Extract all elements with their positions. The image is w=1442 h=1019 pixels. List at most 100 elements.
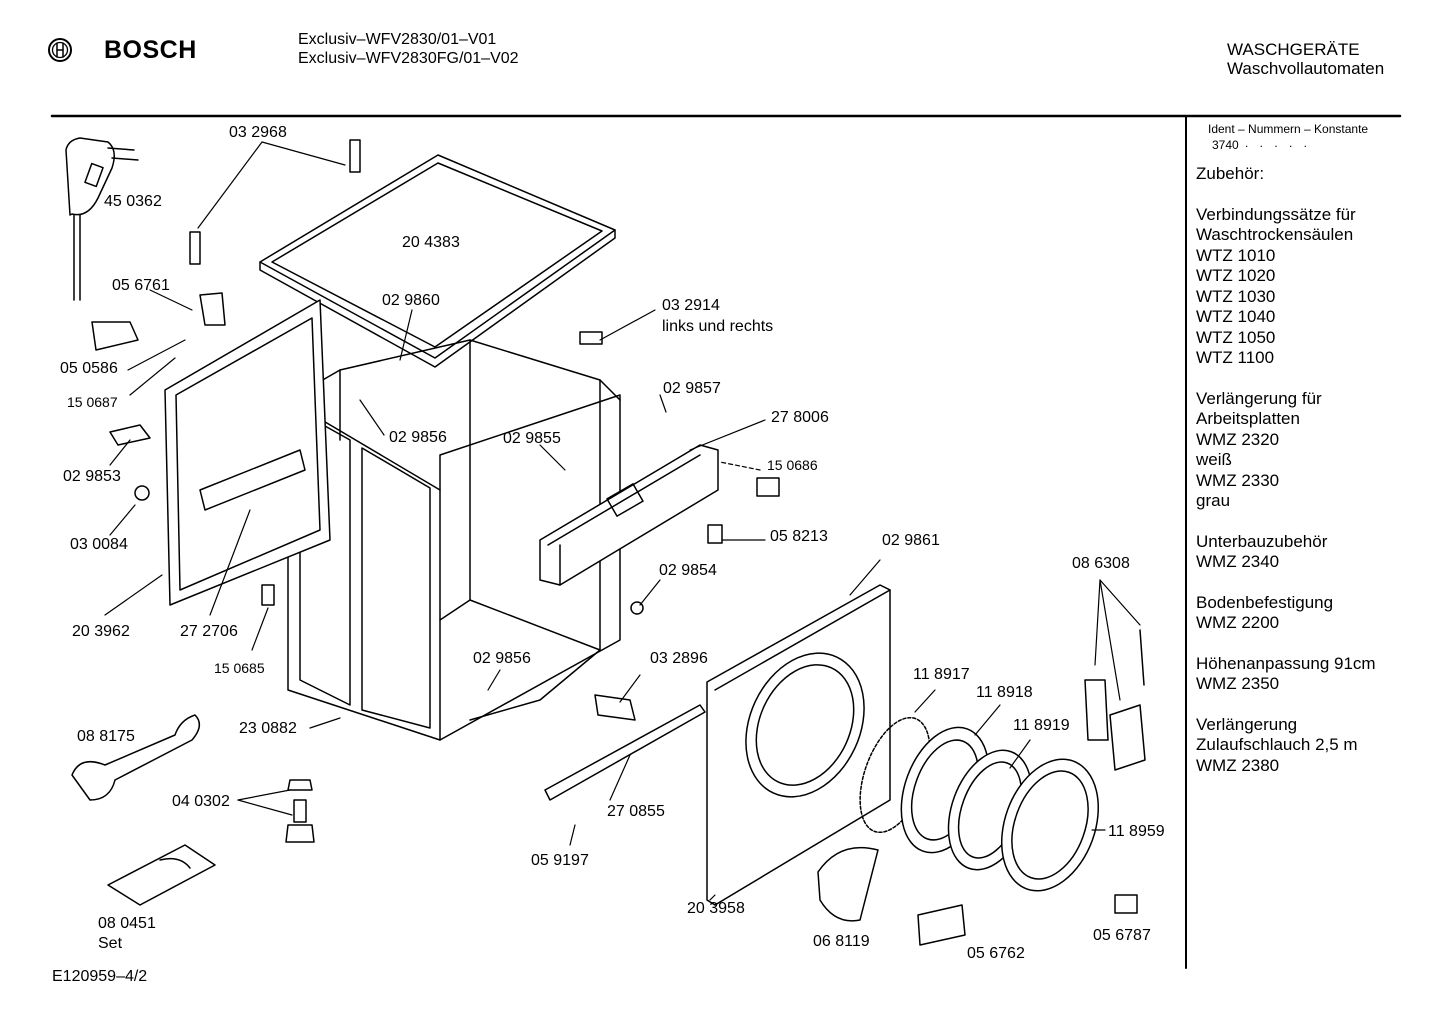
accessory-line: WMZ 2330 (1196, 470, 1280, 490)
part-label: 02 9857 (663, 380, 721, 397)
hook-drawing (917, 904, 966, 946)
accessory-group: Höhenanpassung 91cm WMZ 2350 (1196, 654, 1436, 695)
part-label: 03 2896 (650, 650, 708, 667)
part-label: 27 2706 (180, 623, 238, 640)
filter-drawing (91, 321, 139, 351)
accessory-group: Verlängerung für Arbeitsplatten WMZ 2320… (1196, 389, 1436, 512)
accessory-group: Unterbauzubehör WMZ 2340 (1196, 532, 1436, 573)
accessory-line: Verlängerung (1196, 714, 1298, 734)
drawing-code: E120959–4/2 (52, 968, 148, 985)
accessory-line: Zubehör: (1196, 164, 1265, 183)
accessory-line: Verbindungssätze für (1196, 204, 1356, 224)
accessory-group: Bodenbefestigung WMZ 2200 (1196, 593, 1436, 634)
category-subtitle: Waschvollautomaten (1227, 59, 1385, 78)
shim-plate-drawing (107, 844, 216, 906)
accessory-line: WMZ 2200 (1196, 613, 1280, 632)
accessory-line: Höhenanpassung 91cm (1196, 653, 1376, 673)
accessory-line: WMZ 2380 (1196, 755, 1280, 775)
part-label: 05 0586 (60, 360, 118, 377)
part-label: 02 9853 (63, 468, 121, 485)
part-label: 11 8918 (976, 684, 1033, 701)
part-label: 08 8175 (77, 728, 135, 745)
latch-drawing (199, 292, 226, 326)
mains-plug-drawing (65, 137, 139, 301)
part-label: 20 3958 (687, 900, 745, 917)
accessory-line: WMZ 2340 (1196, 552, 1280, 571)
part-label: 03 2914 (662, 297, 720, 314)
part-label: 23 0882 (239, 720, 297, 737)
part-label: 11 8959 (1108, 823, 1165, 840)
hinge-clip-drawing (189, 139, 361, 265)
part-label: 02 9860 (382, 292, 440, 309)
accessory-line: WTZ 1050 (1196, 327, 1276, 347)
part-label: 27 0855 (607, 803, 665, 820)
category-title: WASCHGERÄTE (1227, 40, 1360, 59)
part-label: 20 4383 (402, 234, 460, 251)
part-label: 15 0686 (767, 457, 818, 473)
part-label: 02 9861 (882, 532, 940, 549)
part-label: 08 0451 (98, 915, 156, 932)
accessory-line: WMZ 2350 (1196, 674, 1280, 693)
part-note: Set (98, 935, 123, 952)
ident-dots: . . . . . (1245, 136, 1312, 150)
cap-drawing (134, 485, 150, 501)
part-label: 02 9856 (389, 429, 447, 446)
part-label: 45 0362 (104, 193, 162, 210)
door-outer-ring-drawing (1000, 758, 1100, 892)
accessory-line: WTZ 1030 (1196, 286, 1276, 306)
stopper-drawing (1114, 894, 1138, 914)
accessory-group: Verbindungssätze für Waschtrockensäulen … (1196, 205, 1436, 369)
foot-bolt-drawing (285, 779, 315, 843)
part-label: 03 0084 (70, 536, 128, 553)
accessory-line: WTZ 1020 (1196, 266, 1276, 285)
control-panel-frame-drawing (539, 444, 719, 586)
bracket-drawing (109, 424, 151, 446)
bosch-armature-icon (48, 38, 72, 62)
part-label: 06 8119 (813, 933, 870, 950)
accessory-line: Waschtrockensäulen (1196, 225, 1354, 244)
part-label: 11 8917 (913, 666, 970, 683)
accessory-line: Arbeitsplatten (1196, 409, 1300, 428)
accessories-list: Zubehör: Verbindungssätze für Waschtrock… (1196, 164, 1436, 796)
lamp-socket-drawing (756, 477, 780, 497)
part-label: 15 0687 (67, 394, 118, 410)
part-label: 02 9856 (473, 650, 531, 667)
accessory-line: Unterbauzubehör (1196, 531, 1328, 551)
cam-drawing (707, 524, 723, 544)
ident-label: Ident – Nummern – Konstante (1208, 122, 1369, 136)
part-label: 03 2968 (229, 124, 287, 141)
part-label: 05 9197 (531, 852, 589, 869)
part-label: 15 0685 (214, 660, 265, 676)
part-label: 20 3962 (72, 623, 130, 640)
brand-logo: BOSCH (104, 36, 197, 64)
part-label: 08 6308 (1072, 555, 1130, 572)
accessory-line: Verlängerung für (1196, 388, 1322, 408)
transport-brackets-drawing (1084, 629, 1146, 771)
top-cover-drawing (259, 154, 616, 368)
ident-value: 3740 (1212, 138, 1239, 152)
part-label: 02 9854 (659, 562, 717, 579)
part-label: 05 6761 (112, 277, 170, 294)
accessory-line: WMZ 2320 (1196, 429, 1280, 449)
leader-lines (104, 141, 1141, 901)
hinge-block-drawing (594, 694, 636, 721)
accessory-group: Zubehör: (1196, 164, 1436, 185)
front-panel-drawing (706, 584, 891, 906)
accessory-group: Verlängerung Zulaufschlauch 2,5 m WMZ 23… (1196, 715, 1436, 777)
back-panel-drawing (164, 299, 331, 606)
part-label: 04 0302 (172, 793, 230, 810)
part-label: 11 8919 (1013, 717, 1070, 734)
accessory-line: WTZ 1040 (1196, 307, 1276, 326)
accessory-line: WTZ 1010 (1196, 245, 1276, 265)
part-label: 05 8213 (770, 528, 828, 545)
plinth-strip-drawing (544, 704, 706, 801)
accessory-line: grau (1196, 491, 1231, 510)
switch-drawing (261, 584, 275, 606)
door-handle-drawing (817, 846, 879, 922)
model-line-1: Exclusiv–WFV2830/01–V01 (298, 31, 497, 48)
part-label: 27 8006 (771, 409, 829, 426)
clip-drawing (579, 331, 603, 345)
accessory-line: WTZ 1100 (1196, 348, 1275, 367)
model-line-2: Exclusiv–WFV2830FG/01–V02 (298, 50, 519, 67)
